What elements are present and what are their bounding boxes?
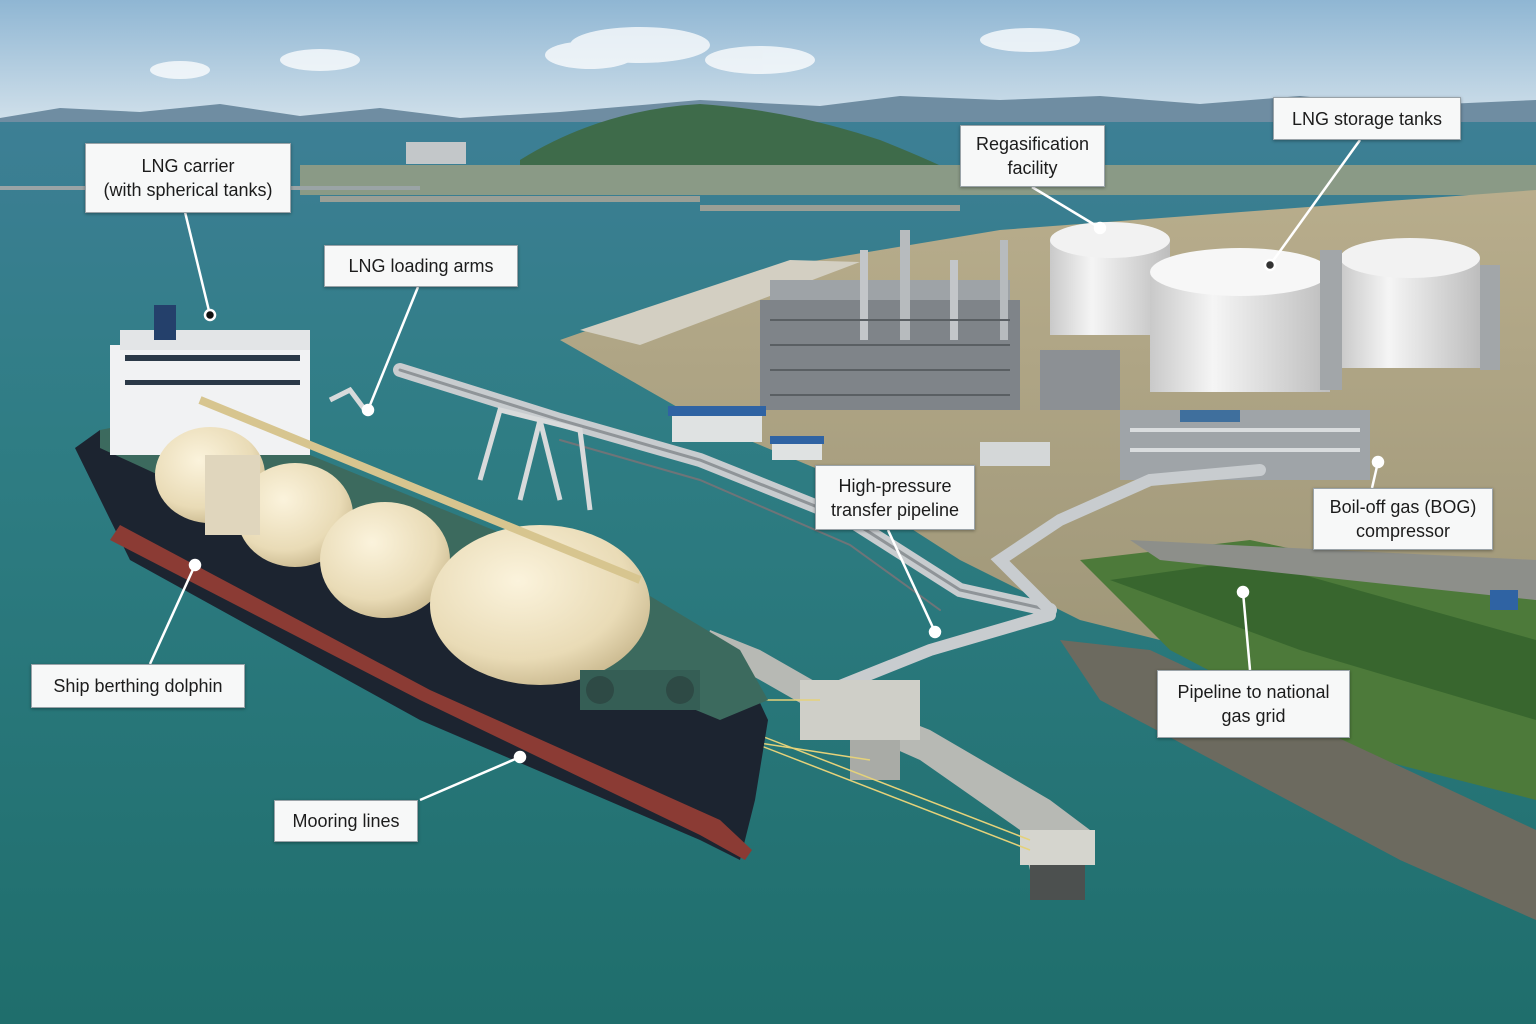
label-lng-storage-tanks: LNG storage tanks: [1273, 97, 1461, 140]
storage-tanks: [1050, 222, 1500, 392]
label-berthing-dolphin: Ship berthing dolphin: [31, 664, 245, 708]
far-shoreline: [300, 165, 1536, 195]
loading-arms-drawing: [328, 386, 593, 511]
label-mooring-lines: Mooring lines: [274, 800, 418, 842]
clouds: [150, 27, 1080, 79]
service-road: [1130, 540, 1536, 600]
jetty-platform: [705, 630, 1095, 900]
control-building: [672, 412, 762, 442]
label-transfer-pipeline: High-pressure transfer pipeline: [815, 465, 975, 530]
regasification-plant: [760, 230, 1120, 410]
pipeline-trestle: [393, 363, 1266, 696]
label-loading-arms: LNG loading arms: [324, 245, 518, 287]
label-bog-compressor: Boil-off gas (BOG) compressor: [1313, 488, 1493, 550]
label-regasification-facility: Regasification facility: [960, 125, 1105, 187]
green-hill: [520, 104, 960, 175]
label-lng-carrier: LNG carrier (with spherical tanks): [85, 143, 291, 213]
label-national-gas-grid: Pipeline to national gas grid: [1157, 670, 1350, 738]
leader-lines: [148, 139, 1385, 802]
lng-carrier-ship: [75, 305, 768, 860]
